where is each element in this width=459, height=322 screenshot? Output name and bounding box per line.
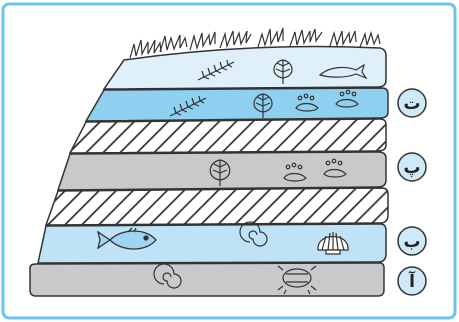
label-letter: آ <box>408 270 416 292</box>
label-letter: ت <box>403 94 420 114</box>
rock-layer-5-hatched <box>46 188 388 225</box>
layer-label-alef: آ <box>398 267 426 295</box>
label-letter: ب <box>403 232 420 252</box>
layer-label-pe: پ <box>398 153 426 181</box>
rock-layer-7 <box>30 263 384 296</box>
layer-label-be: ب <box>398 227 426 255</box>
rock-layer-4 <box>58 152 386 190</box>
rock-layer-3-hatched <box>70 119 386 153</box>
label-letter: پ <box>403 158 420 178</box>
layer-label-ta: ت <box>398 89 426 117</box>
